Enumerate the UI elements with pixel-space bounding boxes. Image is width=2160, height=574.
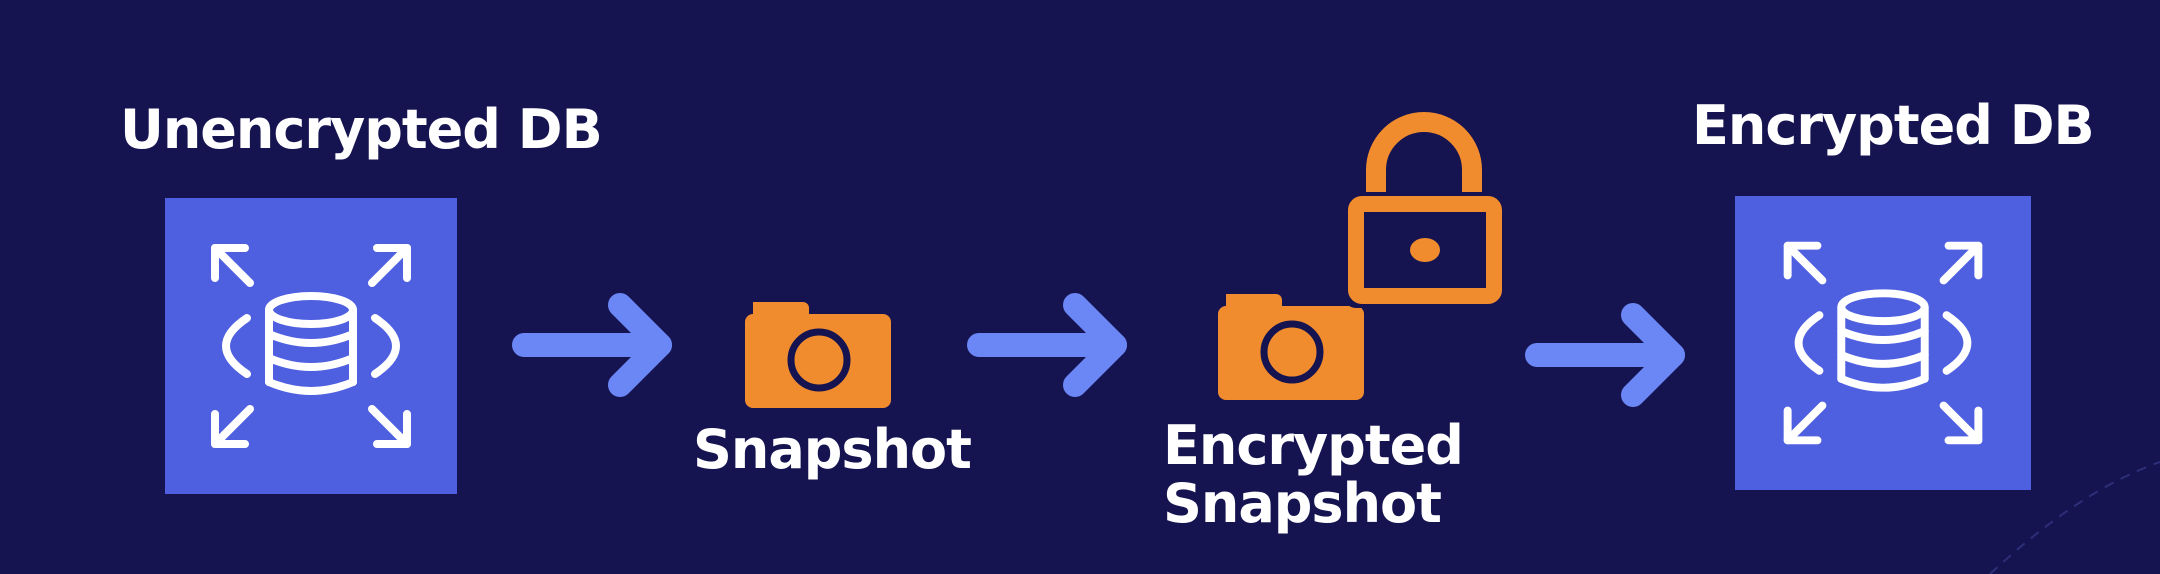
padlock-icon bbox=[1344, 112, 1506, 308]
database-icon bbox=[211, 244, 411, 448]
arrow-2-icon bbox=[967, 293, 1127, 397]
encrypted-snapshot-label-line2: Snapshot bbox=[1163, 472, 1442, 535]
arrow-3-icon bbox=[1525, 303, 1685, 407]
database-icon bbox=[1783, 241, 1983, 445]
encrypted-snapshot-label-line1: Encrypted bbox=[1163, 414, 1464, 477]
encrypted-db-label: Encrypted DB bbox=[1692, 94, 2095, 157]
camera-icon bbox=[745, 302, 891, 408]
camera-icon bbox=[1218, 294, 1364, 400]
arrow-1-icon bbox=[512, 293, 672, 397]
unencrypted-db-box bbox=[165, 198, 457, 494]
encrypted-db-box bbox=[1735, 196, 2031, 490]
snapshot-label: Snapshot bbox=[693, 418, 972, 481]
unencrypted-db-label: Unencrypted DB bbox=[120, 98, 603, 161]
